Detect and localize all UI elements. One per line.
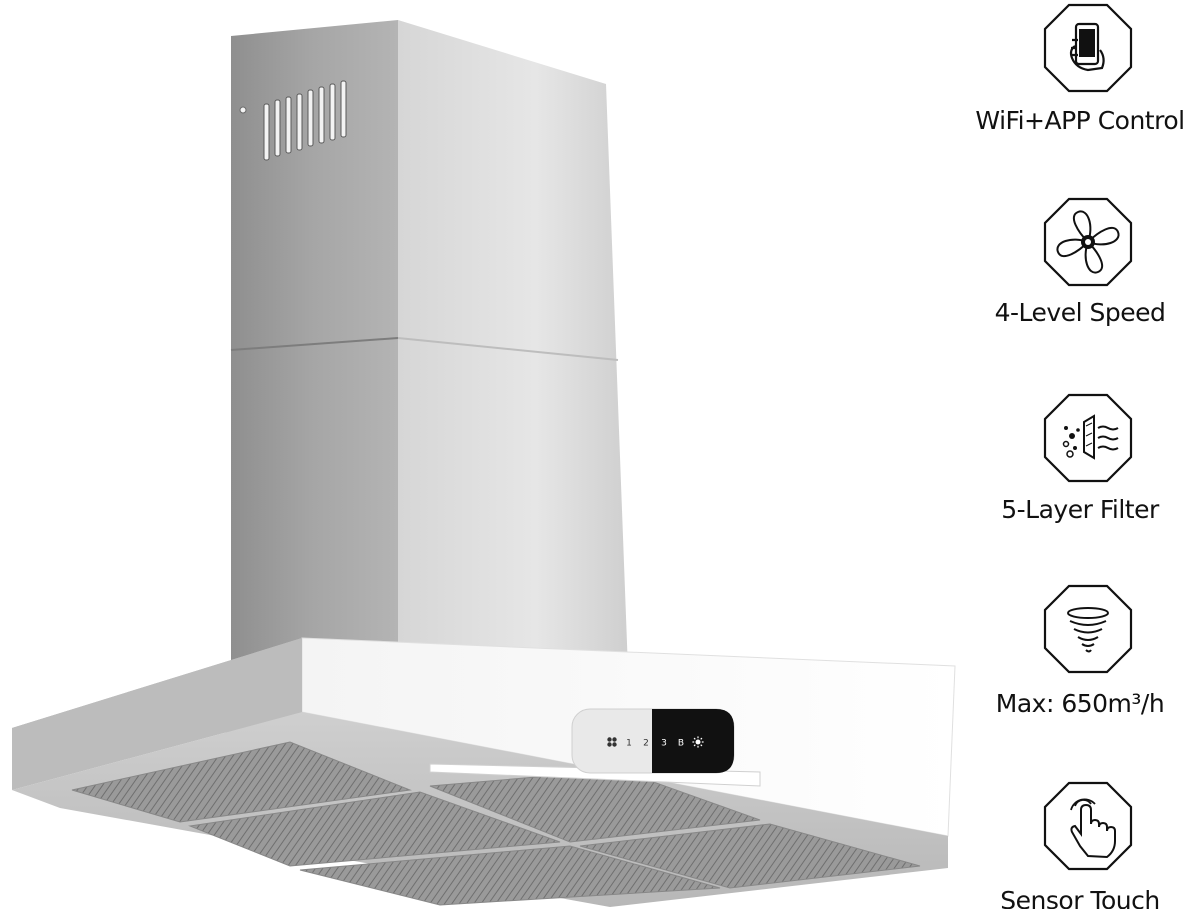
feature-5-layer-filter: 5-Layer Filter bbox=[960, 385, 1200, 545]
filter-layers-icon bbox=[1043, 393, 1133, 483]
touch-finger-icon bbox=[1043, 781, 1133, 871]
chimney-screw bbox=[239, 106, 247, 114]
range-hood-illustration: 1 2 3 B bbox=[12, 20, 956, 907]
fan-blade-icon bbox=[1043, 197, 1133, 287]
feature-label: Sensor Touch bbox=[1000, 886, 1160, 909]
airflow-tornado-icon bbox=[1043, 584, 1133, 674]
feature-label: Max: 650m³/h bbox=[995, 689, 1165, 718]
feature-sensor-touch: Sensor Touch bbox=[960, 770, 1200, 909]
control-panel-buttons: 1 2 3 B bbox=[607, 736, 704, 749]
chimney-seam bbox=[230, 337, 399, 351]
feature-4-level-speed: 4-Level Speed bbox=[960, 190, 1200, 350]
feature-label: 5-Layer Filter bbox=[1001, 495, 1159, 524]
chimney-front-panel bbox=[231, 20, 398, 672]
feature-max-airflow: Max: 650m³/h bbox=[960, 575, 1200, 735]
grease-filter bbox=[188, 791, 561, 867]
control-panel-button-3[interactable]: 3 bbox=[661, 739, 667, 749]
grease-filter bbox=[71, 741, 412, 823]
canopy-left-edge bbox=[12, 638, 302, 790]
grease-filter bbox=[299, 845, 721, 906]
light-icon[interactable] bbox=[692, 736, 704, 748]
control-panel-button-1[interactable]: 1 bbox=[626, 739, 632, 749]
feature-label: 4-Level Speed bbox=[994, 298, 1166, 327]
control-panel-button-B[interactable]: B bbox=[678, 739, 684, 749]
chimney-seam bbox=[397, 337, 619, 361]
feature-label: WiFi+APP Control bbox=[975, 106, 1185, 135]
feature-wifi-app-control: WiFi+APP Control bbox=[960, 0, 1200, 160]
phone-hand-icon bbox=[1043, 3, 1133, 93]
chimney-vent-slots bbox=[263, 80, 347, 161]
fan-icon[interactable] bbox=[607, 737, 617, 747]
control-panel bbox=[571, 708, 735, 774]
grease-filter bbox=[579, 823, 921, 889]
control-panel-button-2[interactable]: 2 bbox=[643, 739, 649, 749]
chimney-side-panel bbox=[398, 20, 628, 670]
